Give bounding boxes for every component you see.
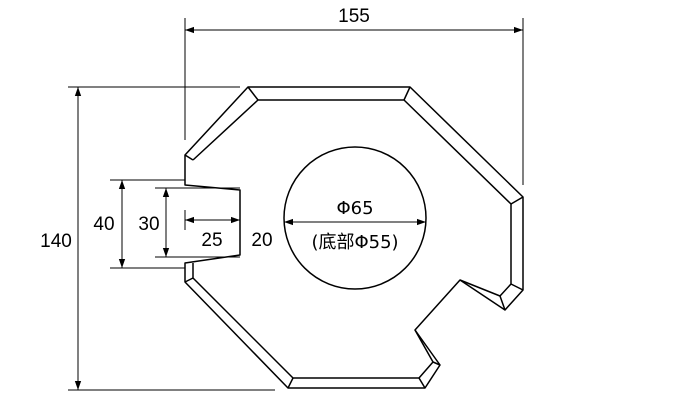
side-offset-label: 20 [251,230,272,251]
hole-bottom-note: (底部Φ55) [311,232,398,253]
width-dimension: 155 [184,6,524,185]
notch-inner-dimension: 30 [138,187,240,258]
notch-outer-dimension: 40 [93,179,185,269]
notch-outer-dimension-label: 40 [93,214,114,235]
notch-depth-dimension-label: 25 [201,230,222,251]
chamfer-corner-lines [184,86,524,389]
notch-depth-dimension: 25 [184,210,240,251]
width-dimension-label: 155 [338,6,370,27]
hole-diameter-label: Φ65 [336,198,373,219]
center-hole [283,146,427,290]
hole-diameter-dimension: Φ65 (底部Φ55) [284,198,426,253]
notch-inner-dimension-label: 30 [138,214,159,235]
height-dimension: 140 [40,86,275,391]
height-dimension-label: 140 [40,231,72,252]
